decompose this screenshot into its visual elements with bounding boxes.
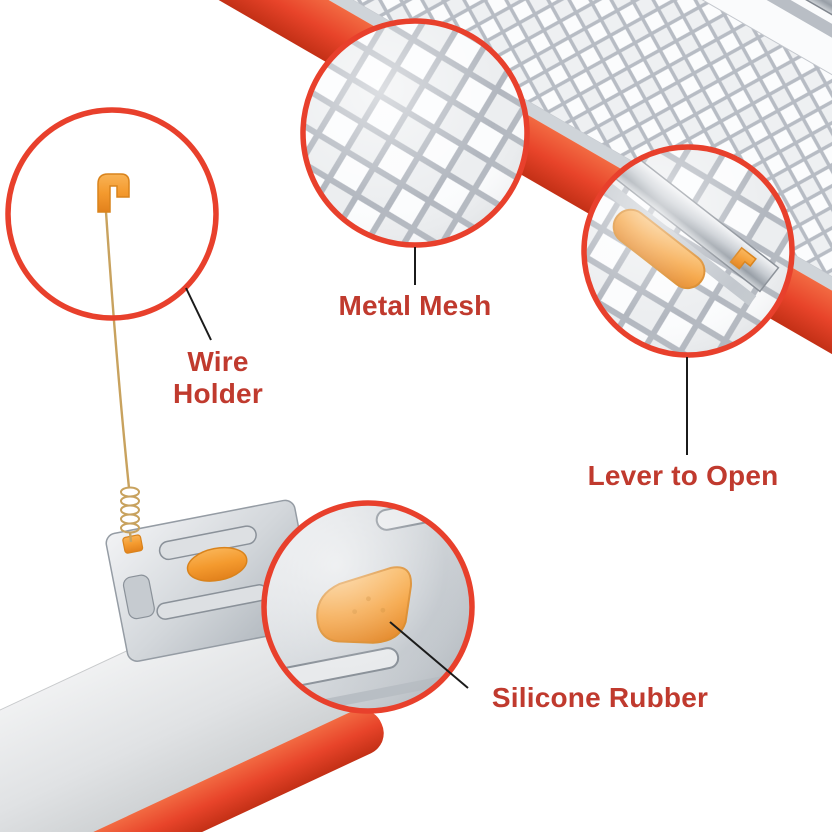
callout-metal-mesh	[300, 18, 530, 248]
leader-wire-holder	[185, 287, 212, 341]
wire-and-spring	[97, 173, 140, 543]
silicone-rubber-pad	[186, 546, 248, 582]
spring-coil	[120, 504, 140, 516]
plate-notch	[122, 574, 155, 620]
label-lever-to-open: Lever to Open	[587, 460, 779, 491]
label-metal-mesh: Metal Mesh	[338, 290, 492, 321]
board-red-edge	[0, 709, 384, 832]
callout-ring-wire	[5, 107, 219, 321]
leader-lines	[185, 247, 688, 689]
callout-ring	[300, 18, 530, 248]
frame-rail	[268, 0, 832, 332]
callout-ring	[581, 144, 795, 358]
label-wire-holder: Wire Holder	[138, 346, 298, 410]
wire-holder-hook	[97, 173, 130, 213]
callout-wire-fill	[8, 110, 216, 318]
label-wire-holder-line1: Wire	[187, 346, 249, 377]
wire-clip	[122, 534, 144, 554]
spring-coil	[120, 513, 140, 525]
label-silicone-rubber: Silicone Rubber	[491, 682, 709, 713]
callout-lever	[581, 144, 795, 358]
wire	[104, 211, 131, 489]
callout-ring	[261, 500, 475, 714]
spring-coil	[120, 486, 140, 498]
spring-coil	[120, 495, 140, 507]
callout-silicone	[261, 500, 475, 714]
leader-silicone	[389, 621, 469, 689]
label-wire-holder-line2: Holder	[173, 378, 263, 409]
